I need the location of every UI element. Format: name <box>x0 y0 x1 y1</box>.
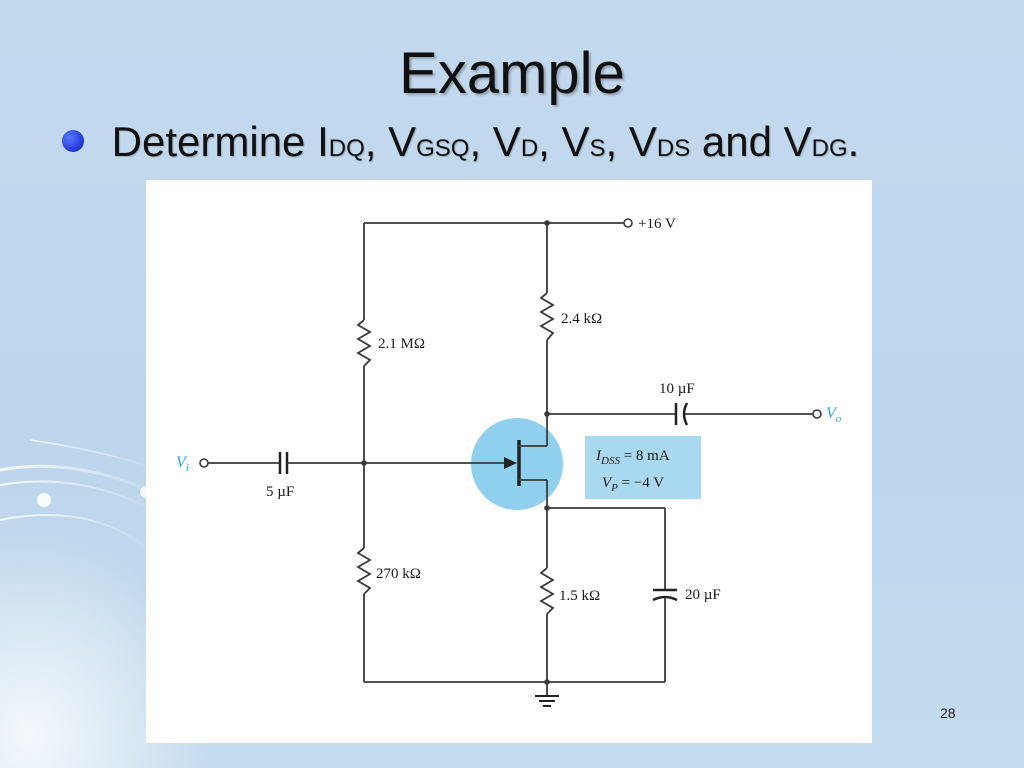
bullet-text-part: Determine I <box>111 118 329 165</box>
bullet-text-part: , V <box>364 118 417 165</box>
vi-label: Vi <box>176 454 189 474</box>
resistor-label-1-5-kohm: 1.5 kΩ <box>559 588 600 604</box>
output-branch: 10 µF Vo <box>547 381 842 426</box>
capacitor-label-10uf: 10 µF <box>659 381 695 397</box>
resistor-270-kohm <box>356 547 372 595</box>
bullet-text-part: and V <box>690 118 812 165</box>
capacitor-label-5uf: 5 µF <box>266 484 294 500</box>
bullet-text-subscript: D <box>520 135 539 162</box>
resistor-label-2-4-kohm: 2.4 kΩ <box>561 311 602 327</box>
jfet-spec-box: IDSS = 8 mA VP = −4 V <box>585 436 701 499</box>
bullet-item: Determine IDQ, VGSQ, VD, VS, VDS and VDG… <box>62 118 859 166</box>
bullet-dot-icon <box>62 129 84 152</box>
resistor-2-4-kohm <box>539 292 555 341</box>
left-divider-branch: 2.1 MΩ 270 kΩ <box>356 223 425 682</box>
bullet-text-subscript: DQ <box>328 135 365 162</box>
resistor-1-5-kohm <box>539 567 555 615</box>
resistor-2-1-mohm <box>356 319 372 367</box>
supply-voltage-label: +16 V <box>638 216 676 232</box>
resistor-label-270-kohm: 270 kΩ <box>376 566 421 582</box>
jfet-voltage-divider-circuit: +16 V 2.1 MΩ 270 kΩ Vi 5 µF <box>176 216 842 707</box>
resistor-label-2-1-mohm: 2.1 MΩ <box>378 336 425 352</box>
drain-branch: 2.4 kΩ <box>539 223 602 446</box>
page-number: 28 <box>940 705 956 721</box>
ground-icon <box>535 695 559 707</box>
bullet-text-subscript: S <box>589 135 606 162</box>
bullet-text-part: , V <box>605 118 657 165</box>
bullet-text-part: , V <box>538 118 590 165</box>
vo-label: Vo <box>826 405 842 425</box>
ground-rail <box>364 679 665 707</box>
vi-terminal <box>199 458 209 468</box>
supply-rail: +16 V <box>364 216 676 232</box>
bullet-text-part: . <box>847 118 860 165</box>
vo-terminal <box>812 409 822 419</box>
bullet-text-part: , V <box>469 118 521 165</box>
capacitor-label-20uf: 20 µF <box>685 587 721 603</box>
circuit-diagram-panel: +16 V 2.1 MΩ 270 kΩ Vi 5 µF <box>146 180 872 743</box>
bullet-text-subscript: GSQ <box>416 135 470 162</box>
source-branch: 1.5 kΩ 20 µF <box>539 480 721 682</box>
jfet-transistor <box>517 440 547 486</box>
bullet-text: Determine IDQ, VGSQ, VD, VS, VDS and VDG… <box>112 118 860 165</box>
idss-spec: IDSS = 8 mA <box>595 448 670 467</box>
gate-arrow <box>504 457 517 469</box>
vp-spec: VP = −4 V <box>602 475 664 494</box>
bullet-text-subscript: DG <box>811 135 848 162</box>
jfet-highlight <box>471 418 563 510</box>
input-branch: Vi 5 µF <box>176 452 517 500</box>
bullet-text-subscript: DS <box>656 135 691 162</box>
slide-title: Example <box>399 41 625 106</box>
